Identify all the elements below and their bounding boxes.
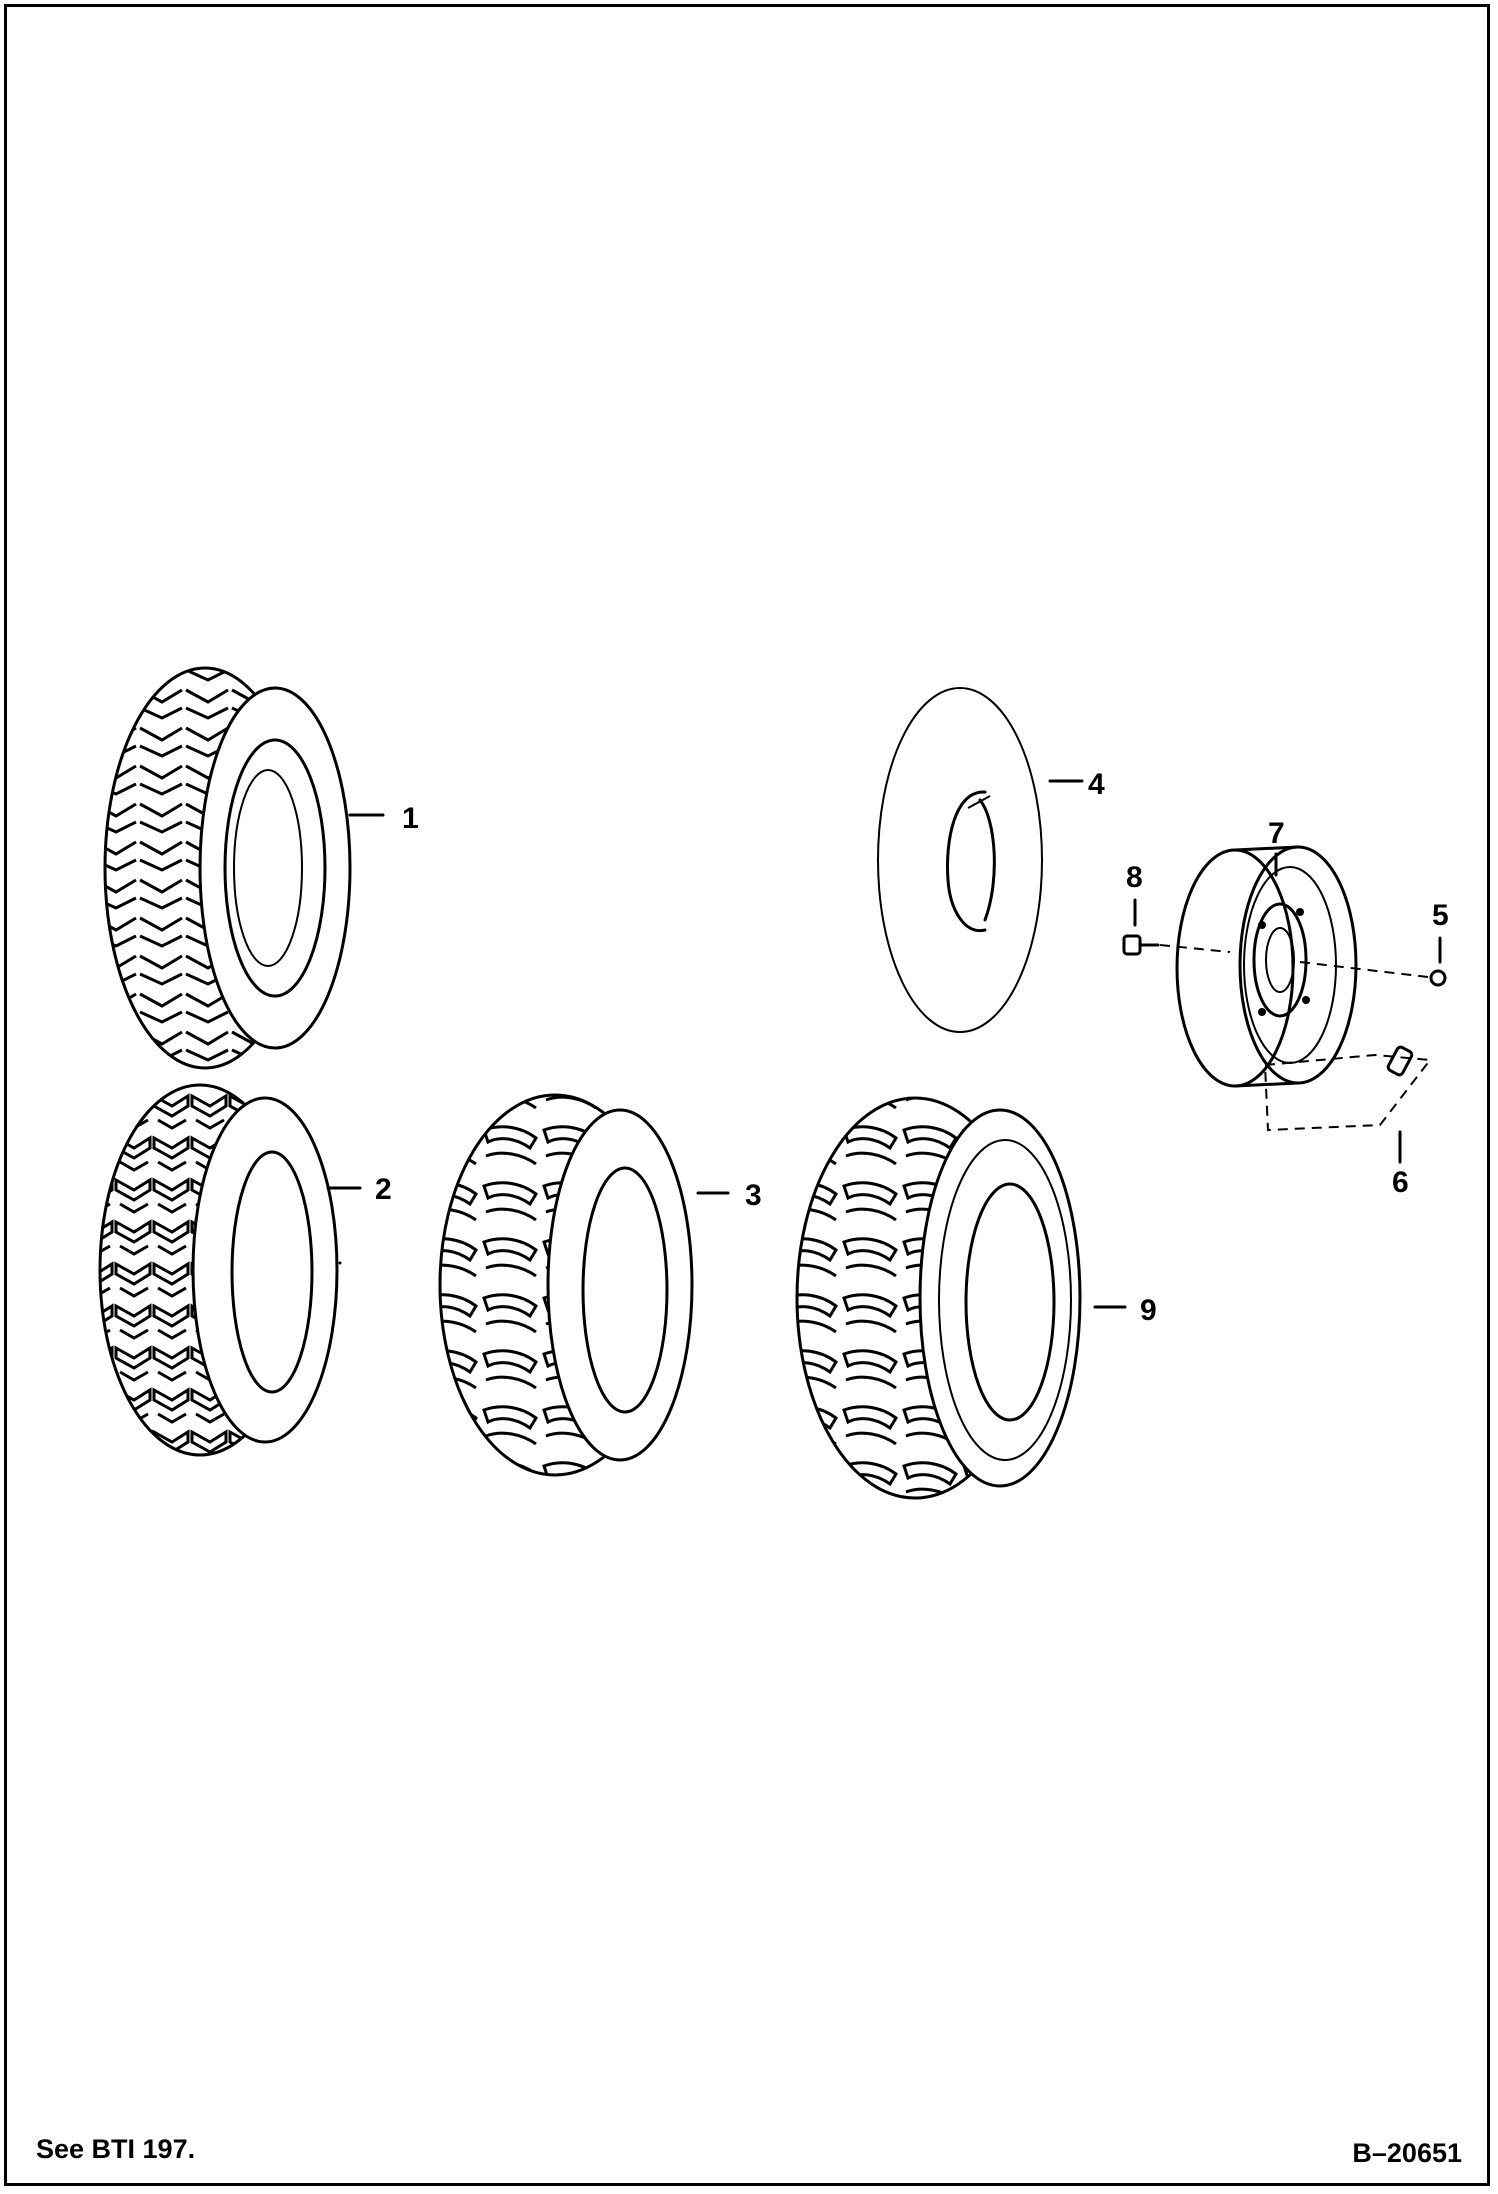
- footer-reference: See BTI 197.: [36, 2134, 195, 2165]
- callout-4: 4: [1088, 768, 1105, 801]
- tire-9: [795, 1095, 1080, 1505]
- valve-stem-6: [1265, 1046, 1430, 1130]
- tire-3: [435, 1090, 692, 1480]
- drawing-number: B–20651: [1352, 2138, 1462, 2169]
- callout-1: 1: [402, 802, 419, 835]
- callout-6: 6: [1392, 1166, 1409, 1199]
- callout-9: 9: [1140, 1294, 1157, 1327]
- callout-2: 2: [375, 1173, 392, 1206]
- callout-3: 3: [745, 1179, 762, 1212]
- inner-tube-4: [878, 688, 1042, 1032]
- tire-1: [100, 660, 350, 1080]
- wheel-rim-7: [1177, 847, 1356, 1086]
- wheel-nut-5: [1300, 962, 1445, 985]
- callout-5: 5: [1432, 899, 1449, 932]
- callout-7: 7: [1268, 817, 1285, 850]
- tire-2: [95, 1080, 337, 1460]
- callout-8: 8: [1126, 861, 1143, 894]
